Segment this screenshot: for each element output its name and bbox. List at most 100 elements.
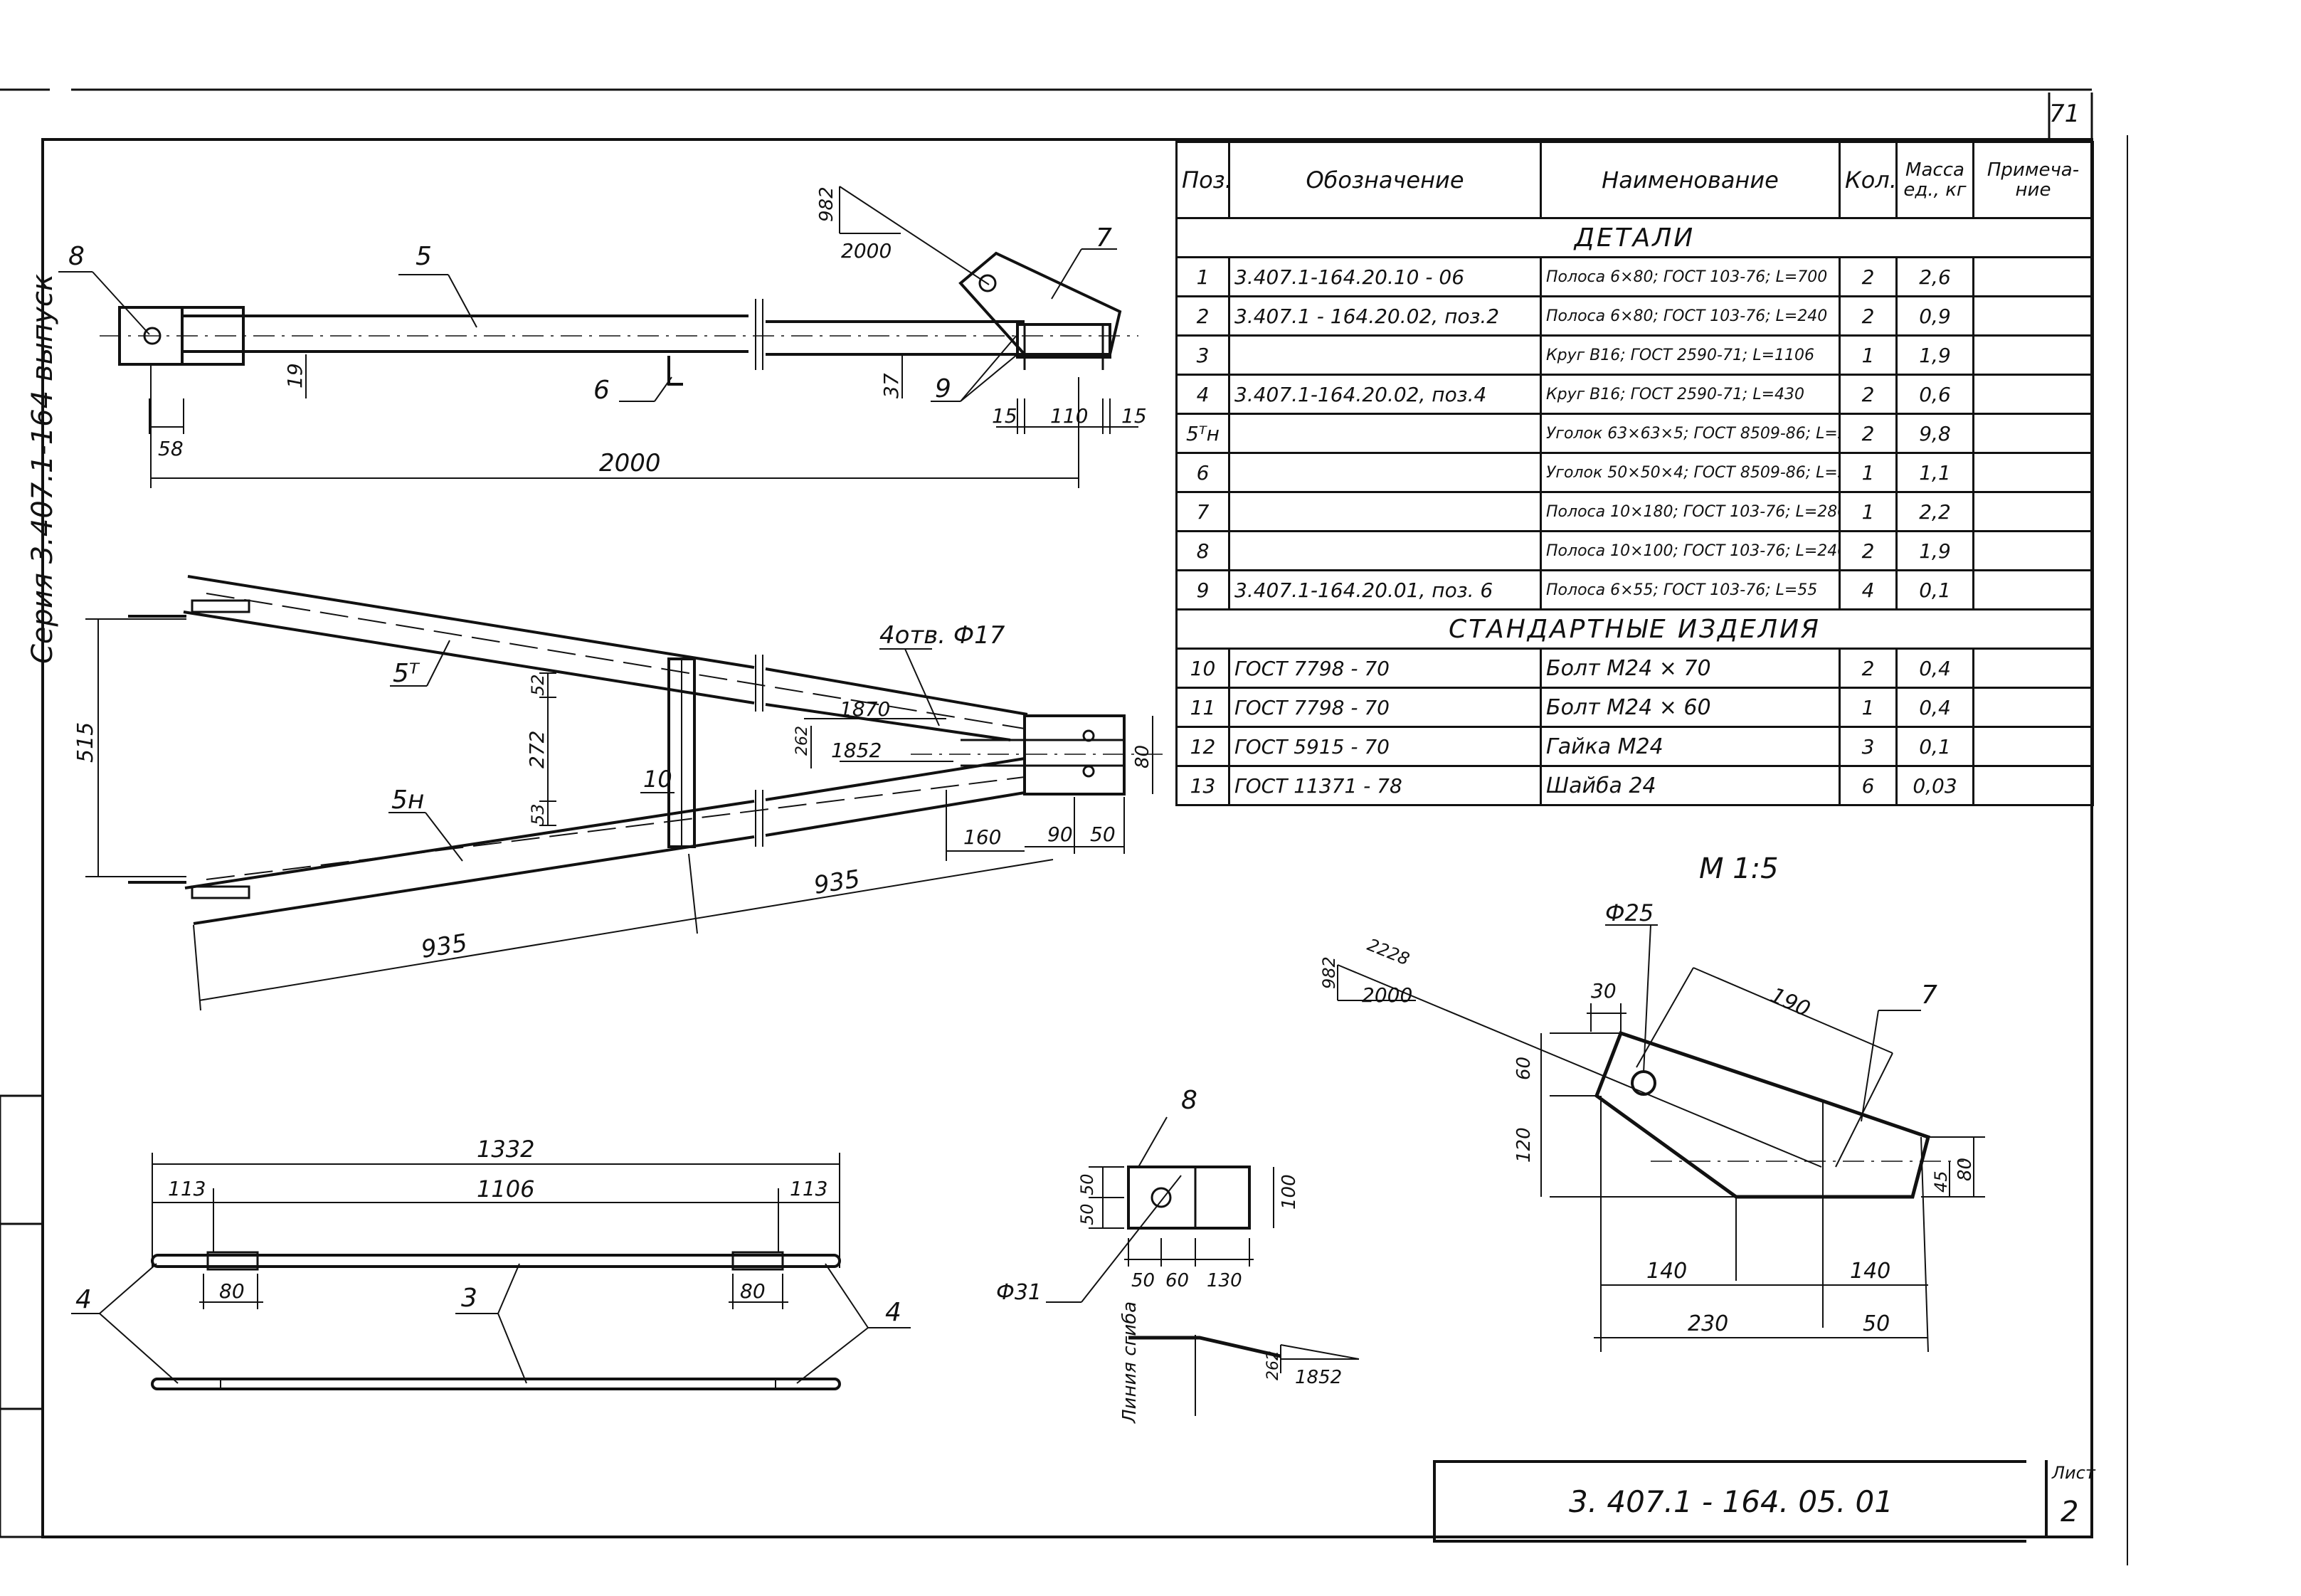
side-dim-15b: 15	[1121, 404, 1147, 428]
p7-dim-45: 45	[1931, 1170, 1951, 1193]
spec-cell-qty: 1	[1839, 687, 1898, 728]
spec-cell-code	[1228, 491, 1542, 532]
plan-label-holes: 4отв. Ф17	[879, 621, 1005, 650]
plan-dim-50: 50	[1090, 823, 1116, 846]
spec-cell-code	[1228, 452, 1542, 493]
spec-cell-mass: 0,03	[1895, 765, 1974, 806]
plan-dim-935a: 935	[812, 865, 862, 900]
tie-rod-view	[71, 1153, 911, 1390]
side-label-7: 7	[1096, 223, 1112, 253]
header-mass: Масса ед., кг	[1895, 141, 1974, 219]
spec-cell-qty: 6	[1839, 765, 1898, 806]
spec-cell-name: Шайба 24	[1540, 765, 1841, 806]
side-label-6: 6	[593, 376, 610, 405]
spec-cell-code	[1228, 334, 1542, 376]
spec-cell-pos: 2	[1175, 295, 1230, 337]
header-note: Примеча-ние	[1972, 141, 2094, 219]
spec-cell-code: 3.407.1-164.20.01, поз. 6	[1228, 569, 1542, 611]
p8-dim-130: 130	[1207, 1270, 1242, 1291]
p8-dim-50b: 50	[1077, 1203, 1097, 1225]
spec-cell-name: Круг В16; ГОСТ 2590-71; L=430	[1540, 374, 1841, 415]
spec-cell-name: Полоса 6×55; ГОСТ 103-76; L=55	[1540, 569, 1841, 611]
p8-dim-50c: 50	[1131, 1270, 1155, 1291]
plan-dim-935b: 935	[419, 929, 469, 964]
spec-cell-mass: 0,9	[1895, 295, 1974, 337]
section-row-standard: СТАНДАРТНЫЕ ИЗДЕЛИЯ	[1175, 608, 2094, 650]
p7-dim-140a: 140	[1646, 1259, 1687, 1284]
spec-cell-pos: 9	[1175, 569, 1230, 611]
plan-label-5n: 5н	[391, 786, 424, 815]
spec-cell-note	[1972, 687, 2094, 728]
plan-dim-160: 160	[963, 825, 1001, 849]
spec-cell-code: ГОСТ 7798 - 70	[1228, 648, 1542, 689]
p8-dim-60: 60	[1165, 1270, 1189, 1291]
spec-cell-note	[1972, 648, 2094, 689]
p7-slope-2228: 2228	[1365, 935, 1412, 970]
spec-cell-qty: 2	[1839, 530, 1898, 571]
plan-label-10: 10	[643, 766, 672, 793]
sheet-label: Лист	[2052, 1463, 2095, 1483]
side-label-5: 5	[416, 242, 432, 271]
p8-slope-262: 262	[1264, 1351, 1282, 1380]
spec-cell-qty: 2	[1839, 413, 1898, 454]
spec-cell-mass: 0,1	[1895, 726, 1974, 767]
spec-cell-note	[1972, 413, 2094, 454]
side-caption: Серия 3.407.1-164 выпуск	[26, 273, 59, 664]
spec-cell-mass: 2,2	[1895, 491, 1974, 532]
spec-cell-mass: 1,9	[1895, 334, 1974, 376]
scale-label: М 1:5	[1699, 852, 1779, 885]
p7-dim-60: 60	[1513, 1057, 1535, 1080]
rod-dim-1332: 1332	[477, 1136, 534, 1163]
p8-dim-100: 100	[1279, 1174, 1300, 1210]
spec-cell-pos: 4	[1175, 374, 1230, 415]
p7-label-7: 7	[1921, 981, 1937, 1010]
spec-cell-code: ГОСТ 7798 - 70	[1228, 687, 1542, 728]
plan-dim-1852: 1852	[831, 739, 882, 762]
rod-label-3: 3	[461, 1284, 477, 1313]
spec-cell-mass: 0,6	[1895, 374, 1974, 415]
side-dim-2000: 2000	[599, 449, 661, 477]
header-pos: Поз.	[1175, 141, 1230, 219]
spec-cell-note	[1972, 295, 2094, 337]
p7-dim-80: 80	[1954, 1158, 1976, 1181]
spec-cell-qty: 1	[1839, 452, 1898, 493]
p7-label-d25: Ф25	[1605, 899, 1654, 926]
plan-dim-52: 52	[528, 674, 548, 696]
spec-cell-pos: 6	[1175, 452, 1230, 493]
spec-cell-name: Круг В16; ГОСТ 2590-71; L=1106	[1540, 334, 1841, 376]
spec-cell-note	[1972, 726, 2094, 767]
side-dim-15a: 15	[992, 404, 1017, 428]
plan-dim-262: 262	[793, 726, 811, 756]
spec-cell-mass: 0,4	[1895, 648, 1974, 689]
plate-7-text: Ф25 7 30 190 60 120 45 80 140 140 230 50…	[1319, 899, 1976, 1336]
spec-cell-qty: 2	[1839, 648, 1898, 689]
p8-slope-1852: 1852	[1295, 1367, 1342, 1388]
spec-cell-pos: 8	[1175, 530, 1230, 571]
sheet-number-box: Лист 2	[2045, 1460, 2095, 1537]
spec-cell-name: Болт М24 × 60	[1540, 687, 1841, 728]
plate-8-text: 8 Ф31 Линия сгиба 50 50 100 50 60 130 26…	[996, 1086, 1342, 1424]
plate-8-view	[1046, 1116, 1360, 1416]
p8-label-d31: Ф31	[996, 1280, 1042, 1305]
spec-cell-name: Уголок 63×63×5; ГОСТ 8509-86; L=2010	[1540, 413, 1841, 454]
spec-cell-note	[1972, 256, 2094, 297]
side-label-8: 8	[68, 242, 85, 271]
spec-cell-pos: 7	[1175, 491, 1230, 532]
plan-dim-80: 80	[1132, 745, 1153, 768]
sheet-frame	[41, 138, 2093, 1538]
spec-cell-mass: 0,4	[1895, 687, 1974, 728]
spec-cell-name: Болт М24 × 70	[1540, 648, 1841, 689]
spec-cell-qty: 1	[1839, 491, 1898, 532]
spec-cell-code: 3.407.1-164.20.10 - 06	[1228, 256, 1542, 297]
spec-cell-mass: 1,1	[1895, 452, 1974, 493]
plan-label-5t: 5ᵀ	[393, 659, 420, 688]
side-dim-19: 19	[283, 363, 307, 389]
side-view	[58, 186, 1138, 488]
plan-dim-53: 53	[528, 803, 548, 825]
